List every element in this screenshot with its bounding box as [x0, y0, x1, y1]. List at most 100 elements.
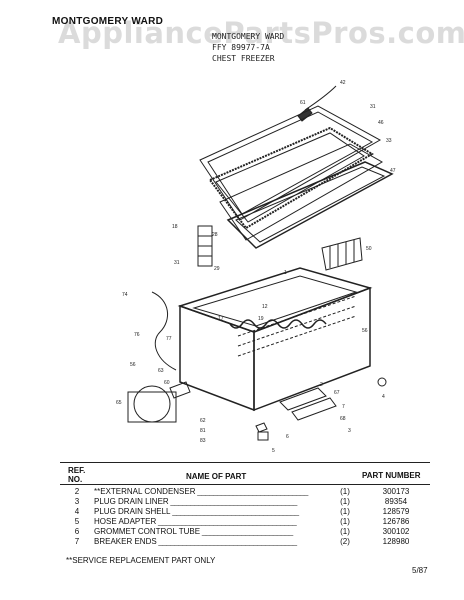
- table-row: 3 PLUG DRAIN LINER _____________________…: [60, 497, 432, 507]
- callout-label: 56: [130, 362, 136, 368]
- wire-basket-mesh: [329, 240, 355, 268]
- callout-label: 31: [174, 260, 180, 266]
- leader-dots: ________________________________: [168, 497, 297, 506]
- ref-header-line-2: NO.: [68, 475, 83, 484]
- cabinet-opening: [192, 275, 358, 327]
- tubing: [151, 291, 177, 371]
- cabinet-top: [177, 267, 373, 333]
- pn-header: PART NUMBER: [362, 471, 421, 480]
- callout-label: 12: [262, 304, 268, 310]
- callout-label: 60: [164, 380, 170, 386]
- qty-cell: (2): [340, 537, 350, 546]
- callout-label: 6: [286, 434, 289, 440]
- callout-label: 47: [390, 168, 396, 174]
- part-name: GROMMET CONTROL TUBE: [94, 527, 201, 536]
- callout-label: 3: [348, 428, 351, 434]
- callout-label: 28: [212, 232, 218, 238]
- watermark: AppliancePartsPros.com: [58, 16, 464, 50]
- table-top-rule: [60, 462, 430, 463]
- name-cell: BREAKER ENDS ___________________________…: [94, 537, 330, 547]
- lid-gasket: [208, 126, 374, 230]
- ref-cell: 6: [74, 527, 80, 536]
- callout-label: 63: [158, 368, 164, 374]
- parts-table: 2 **EXTERNAL CONDENSER _________________…: [60, 487, 432, 547]
- condenser-grill: [279, 387, 327, 411]
- drain-hose-fitting: [377, 377, 387, 387]
- name-cell: HOSE ADAPTER ___________________________…: [94, 517, 330, 527]
- coil-lines: [237, 295, 357, 357]
- table-row: 2 **EXTERNAL CONDENSER _________________…: [60, 487, 432, 497]
- callout-label: 62: [200, 418, 206, 424]
- ref-header-line-1: REF.: [68, 466, 86, 475]
- part-name: **EXTERNAL CONDENSER: [94, 487, 196, 496]
- pn-cell: 128579: [382, 507, 410, 516]
- part-name: PLUG DRAIN SHELL: [94, 507, 171, 516]
- table-row: 4 PLUG DRAIN SHELL _____________________…: [60, 507, 432, 517]
- callout-label: 74: [122, 292, 128, 298]
- part-name: HOSE ADAPTER: [94, 517, 157, 526]
- cabinet-side: [253, 286, 371, 412]
- callout-label: 33: [386, 138, 392, 144]
- callout-label: 29: [214, 266, 220, 272]
- leader-dots: _______________________: [200, 527, 293, 536]
- compressor-base: [127, 391, 177, 423]
- callout-label: 81: [200, 428, 206, 434]
- drain-plug: [255, 422, 268, 433]
- lid-inner: [207, 111, 374, 215]
- wire-basket: [321, 237, 363, 271]
- model-line-brand: MONTGOMERY WARD: [212, 32, 285, 41]
- table-row: 7 BREAKER ENDS _________________________…: [60, 537, 432, 547]
- callout-label: 67: [334, 390, 340, 396]
- callout-label: 42: [340, 80, 346, 86]
- callout-label: 1: [284, 270, 287, 276]
- callout-label: 17: [218, 316, 224, 322]
- model-line-type: CHEST FREEZER: [212, 54, 275, 63]
- part-name: BREAKER ENDS: [94, 537, 157, 546]
- cabinet-front: [179, 304, 255, 412]
- qty-cell: (1): [340, 487, 350, 496]
- table-row: 5 HOSE ADAPTER _________________________…: [60, 517, 432, 527]
- pn-cell: 128980: [382, 537, 410, 546]
- table-header-rule: [60, 484, 430, 485]
- ref-cell: 7: [74, 537, 80, 546]
- ref-cell: 2: [74, 487, 80, 496]
- name-cell: GROMMET CONTROL TUBE ___________________…: [94, 527, 330, 537]
- callout-label: 5: [272, 448, 275, 454]
- lid-back-inner: [235, 166, 386, 243]
- pn-cell: 300173: [382, 487, 410, 496]
- relay-box: [169, 381, 191, 399]
- lid-outer: [199, 105, 382, 221]
- callout-label: 83: [200, 438, 206, 444]
- qty-cell: (1): [340, 497, 350, 506]
- ref-cell: 5: [74, 517, 80, 526]
- condenser-grill-2: [291, 397, 337, 421]
- callout-label: 56: [362, 328, 368, 334]
- name-header: NAME OF PART: [186, 472, 247, 481]
- exploded-parts-diagram: 42 61 31 46 33 47 18 28 31 29 50 1 74 12…: [116, 80, 396, 454]
- callout-label: 68: [340, 416, 346, 422]
- callout-label: 76: [134, 332, 140, 338]
- leader-dots: ____________________________: [195, 487, 308, 496]
- leader-dots: ___________________________________: [156, 537, 297, 546]
- callout-label: 2: [320, 382, 323, 388]
- control-box: [257, 431, 269, 441]
- pn-cell: 126786: [382, 517, 410, 526]
- page-date: 5/87: [412, 566, 428, 575]
- pn-cell: 89354: [384, 497, 408, 506]
- qty-cell: (1): [340, 507, 350, 516]
- callout-label: 46: [378, 120, 384, 126]
- lid-back-panel: [226, 161, 394, 249]
- callout-label: 61: [300, 100, 306, 106]
- callout-label: 77: [166, 336, 172, 342]
- name-cell: PLUG DRAIN SHELL _______________________…: [94, 507, 330, 517]
- footnote: **SERVICE REPLACEMENT PART ONLY: [66, 556, 216, 565]
- hinge-detail: [198, 235, 212, 257]
- model-line-number: FFY 89977-7A: [212, 43, 270, 52]
- name-cell: PLUG DRAIN LINER _______________________…: [94, 497, 330, 507]
- lid-gasket-inner: [215, 132, 365, 223]
- callout-label: 65: [116, 400, 122, 406]
- callout-label: 7: [342, 404, 345, 410]
- ref-cell: 4: [74, 507, 80, 516]
- callout-label: 4: [382, 394, 385, 400]
- part-name: PLUG DRAIN LINER: [94, 497, 169, 506]
